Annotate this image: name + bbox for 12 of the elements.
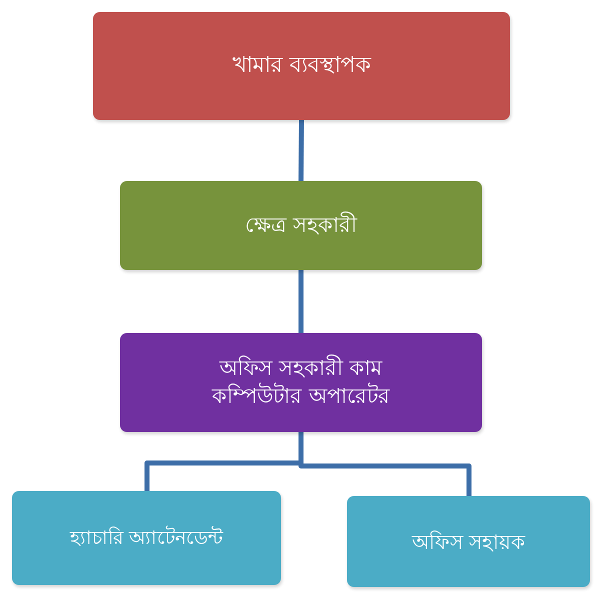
role-box [93, 12, 510, 120]
role-title: অফিস সহকারী কাম কম্পিউটার অপারেটর [210, 355, 391, 410]
role-title: খামার ব্যবস্থাপক [232, 52, 370, 80]
connector-line [298, 120, 304, 182]
role-box [120, 181, 482, 270]
role-box [347, 496, 590, 587]
role-title: ক্ষেত্র সহকারী [245, 212, 357, 239]
role-box [120, 333, 482, 432]
role-title: হ্যাচারি অ্যাটেনডেন্ট [70, 526, 224, 550]
connector-line [298, 270, 304, 333]
role-box [12, 491, 281, 585]
role-title: অফিস সহায়ক [412, 528, 526, 554]
